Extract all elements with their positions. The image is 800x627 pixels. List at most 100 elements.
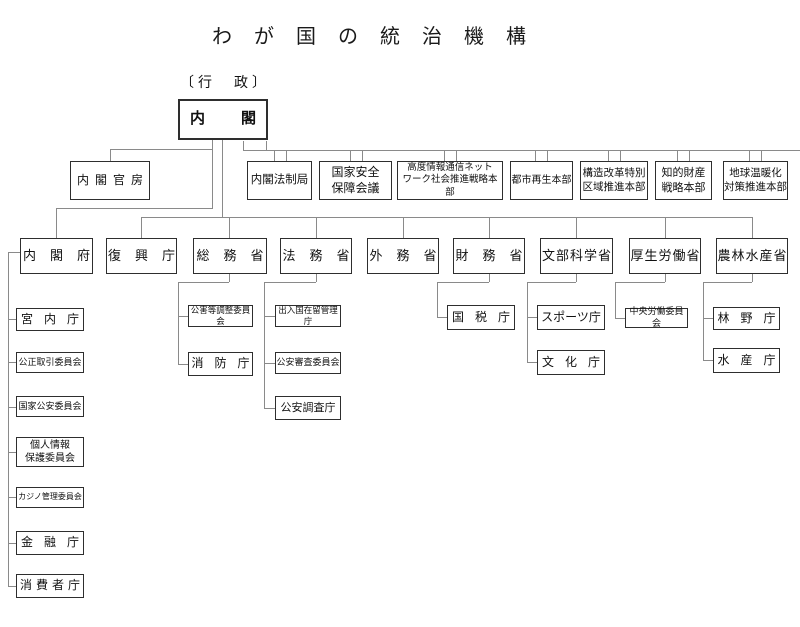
box-ministry-internal-affairs: 総務省 <box>193 238 267 274</box>
connector-line <box>264 282 316 283</box>
connector-line <box>576 274 577 282</box>
box-national-security-council: 国家安全 保障会議 <box>319 161 392 200</box>
box-structural-reform-zones-hq: 構造改革特別 区域推進本部 <box>580 161 648 200</box>
box-national-tax-agency: 国税庁 <box>447 305 515 330</box>
box-intellectual-property-hq: 知的財産 戦略本部 <box>655 161 712 200</box>
page-title: わが国の統治機構 <box>212 26 548 48</box>
connector-line <box>615 282 665 283</box>
connector-line <box>752 274 753 282</box>
connector-line <box>229 274 230 282</box>
connector-line <box>264 408 275 409</box>
connector-line <box>362 150 363 161</box>
connector-line <box>677 150 678 161</box>
connector-line <box>689 150 690 161</box>
connector-line <box>489 217 490 238</box>
connector-line <box>8 543 16 544</box>
branch-label: 〔行 政〕 <box>180 76 270 91</box>
connector-line <box>749 150 750 161</box>
connector-line <box>212 140 213 209</box>
connector-line <box>444 150 445 161</box>
connector-line <box>56 208 57 238</box>
connector-line <box>615 282 616 318</box>
connector-line <box>608 150 609 161</box>
box-ministry-foreign-affairs: 外務省 <box>367 238 439 274</box>
connector-line <box>665 274 666 282</box>
connector-line <box>274 150 275 161</box>
box-casino-management-commission: カジノ管理委員会 <box>16 487 84 508</box>
box-public-security-examination-commission: 公安審査委員会 <box>275 352 341 374</box>
box-ministry-cabinet-office: 内閣府 <box>20 238 93 274</box>
connector-line <box>141 217 142 238</box>
box-cabinet: 内閣 <box>178 99 268 140</box>
box-cultural-affairs-agency: 文化庁 <box>537 350 605 375</box>
connector-line <box>178 282 229 283</box>
box-central-labour-commission: 中央労働委員会 <box>625 306 688 328</box>
connector-line <box>141 217 753 218</box>
connector-line <box>620 150 621 161</box>
connector-line <box>437 282 438 317</box>
box-cabinet-legislation-bureau: 内閣法制局 <box>247 161 312 200</box>
connector-line <box>222 140 223 218</box>
connector-line <box>178 316 188 317</box>
connector-line <box>665 217 666 238</box>
box-public-security-intelligence-agency: 公安調査庁 <box>275 396 341 420</box>
connector-line <box>264 363 275 364</box>
box-sports-agency: スポーツ庁 <box>537 305 605 330</box>
connector-line <box>437 282 489 283</box>
connector-line <box>350 150 351 161</box>
box-global-warming-hq: 地球温暖化 対策推進本部 <box>723 161 788 200</box>
connector-line <box>527 282 528 362</box>
connector-line <box>56 208 213 209</box>
box-ministry-agriculture: 農林水産省 <box>716 238 788 274</box>
connector-line <box>615 318 625 319</box>
box-fair-trade-commission: 公正取引委員会 <box>16 352 84 373</box>
connector-line <box>8 252 20 253</box>
box-environmental-disputes-commission: 公害等調整委員会 <box>188 305 253 327</box>
connector-line <box>403 217 404 238</box>
box-cabinet-secretariat: 内閣官房 <box>70 161 150 200</box>
connector-line <box>456 150 457 161</box>
connector-line <box>243 150 800 151</box>
connector-line <box>527 282 576 283</box>
connector-line <box>316 274 317 282</box>
connector-line <box>576 217 577 238</box>
connector-line <box>527 317 537 318</box>
connector-line <box>8 407 16 408</box>
connector-line <box>178 364 188 365</box>
connector-line <box>8 452 16 453</box>
box-urban-renaissance-hq: 都市再生本部 <box>510 161 573 200</box>
box-financial-services-agency: 金融庁 <box>16 531 84 555</box>
connector-line <box>264 316 275 317</box>
connector-line <box>178 282 179 364</box>
connector-line <box>110 149 111 161</box>
connector-line <box>752 217 753 238</box>
connector-line <box>489 274 490 282</box>
box-ministry-education-science: 文部科学省 <box>540 238 613 274</box>
box-imperial-household-agency: 宮内庁 <box>16 308 84 331</box>
connector-line <box>266 141 267 150</box>
connector-line <box>703 360 713 361</box>
connector-line <box>527 362 537 363</box>
box-ministry-health-labour: 厚生労働省 <box>629 238 701 274</box>
box-national-public-safety-commission: 国家公安委員会 <box>16 396 84 417</box>
connector-line <box>535 150 536 161</box>
connector-line <box>8 362 16 363</box>
box-forestry-agency: 林野庁 <box>713 307 780 330</box>
connector-line <box>264 282 265 408</box>
connector-line <box>703 318 713 319</box>
box-ministry-finance: 財務省 <box>453 238 525 274</box>
connector-line <box>8 252 9 586</box>
connector-line <box>547 150 548 161</box>
box-ministry-justice: 法務省 <box>280 238 352 274</box>
connector-line <box>243 141 244 150</box>
box-immigration-services-agency: 出入国在留管理庁 <box>275 305 341 327</box>
box-fire-disaster-agency: 消防庁 <box>188 352 253 376</box>
connector-line <box>316 217 317 238</box>
box-it-strategy-hq: 高度情報通信ネット ワーク社会推進戦略本部 <box>397 161 503 200</box>
box-fisheries-agency: 水産庁 <box>713 348 780 373</box>
connector-line <box>703 282 752 283</box>
connector-line <box>8 319 16 320</box>
box-ministry-reconstruction: 復興庁 <box>106 238 177 274</box>
connector-line <box>286 150 287 161</box>
